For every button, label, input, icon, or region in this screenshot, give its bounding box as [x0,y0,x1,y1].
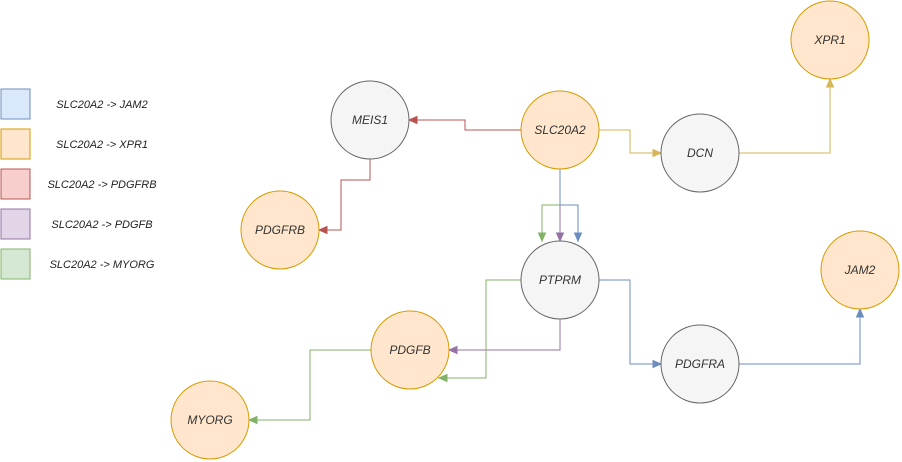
node-ptprm: PTPRM [520,240,600,320]
arrowhead [437,373,448,383]
node-circle [660,324,740,404]
node-circle [370,310,450,390]
node-pdgfrb: PDGFRB [240,190,320,270]
node-label: SLC20A2 [534,123,586,137]
edges-layer [247,77,865,425]
edge-ptprm-to-pdgfb [447,319,561,355]
node-pdgfra: PDGFRA [660,324,740,404]
legend-swatch [0,208,31,240]
edge-slc20a2-to-meis1 [407,115,521,131]
edge-ptprm-to-pdgfb [437,279,521,383]
arrowhead [855,307,865,318]
node-label: PDGFRB [255,223,305,237]
legend-item: SLC20A2 -> XPR1 [0,128,148,160]
node-label: MEIS1 [352,113,388,127]
node-circle [240,190,320,270]
edge-line [449,319,561,351]
arrowhead [247,415,258,425]
node-circle [820,230,900,310]
node-label: XPR1 [813,33,845,47]
node-meis1: MEIS1 [330,80,410,160]
legend-item: SLC20A2 -> JAM2 [0,88,148,120]
legend-item: SLC20A2 -> PDGFB [0,208,153,240]
edge-line [249,349,371,421]
node-dcn: DCN [660,113,740,193]
node-circle [790,0,870,80]
node-circle [660,113,740,193]
node-circle [330,80,410,160]
node-label: PDGFRA [675,357,725,371]
edge-ptprm-to-pdgfra [599,279,663,369]
edge-pdgfb-to-myorg [247,349,371,425]
node-circle [170,380,250,460]
node-pdgfb: PDGFB [370,310,450,390]
edge-slc20a2-to-dcn [599,129,663,158]
node-label: MYORG [187,413,232,427]
node-label: PTPRM [539,273,581,287]
legend-label: SLC20A2 -> PDGFB [51,219,152,231]
legend-item: SLC20A2 -> PDGFRB [0,168,157,200]
legend-label: SLC20A2 -> PDGFRB [47,179,156,191]
edge-line [319,159,371,231]
node-circle [520,240,600,320]
edge-dcn-to-xpr1 [739,77,835,154]
edge-line [599,129,661,154]
edge-line [739,79,831,154]
legend-label: SLC20A2 -> JAM2 [56,99,147,111]
node-myorg: MYORG [170,380,250,460]
node-jam2: JAM2 [820,230,900,310]
legend-swatch [0,248,31,280]
arrowhead [317,225,328,235]
edge-line [439,279,521,379]
node-xpr1: XPR1 [790,0,870,80]
arrowhead [825,77,835,88]
edge-line [599,279,661,365]
legend: SLC20A2 -> JAM2 SLC20A2 -> XPR1 SLC20A2 … [0,88,157,280]
arrowhead [652,359,663,369]
edge-line [559,169,579,241]
node-label: PDGFB [389,343,430,357]
arrowhead [407,115,418,125]
legend-label: SLC20A2 -> MYORG [50,259,155,271]
edge-slc20a2-to-ptprm [559,169,583,243]
edge-pdgfra-to-jam2 [739,307,865,365]
arrowhead [573,232,583,243]
arrowhead [652,148,663,158]
arrowhead [555,232,565,243]
node-circle [520,90,600,170]
edge-line [409,119,521,131]
legend-swatch [0,168,31,200]
edge-slc20a2-to-ptprm [537,169,561,243]
node-label: DCN [687,146,713,160]
arrowhead [537,232,547,243]
legend-label: SLC20A2 -> XPR1 [56,139,148,151]
edge-line [739,309,861,365]
node-label: JAM2 [844,263,876,277]
node-slc20a2: SLC20A2 [520,90,600,170]
legend-item: SLC20A2 -> MYORG [0,248,155,280]
arrowhead [447,345,458,355]
legend-swatch [0,88,31,120]
edge-line [541,169,561,241]
edge-meis1-to-pdgfrb [317,159,371,235]
legend-swatch [0,128,31,160]
